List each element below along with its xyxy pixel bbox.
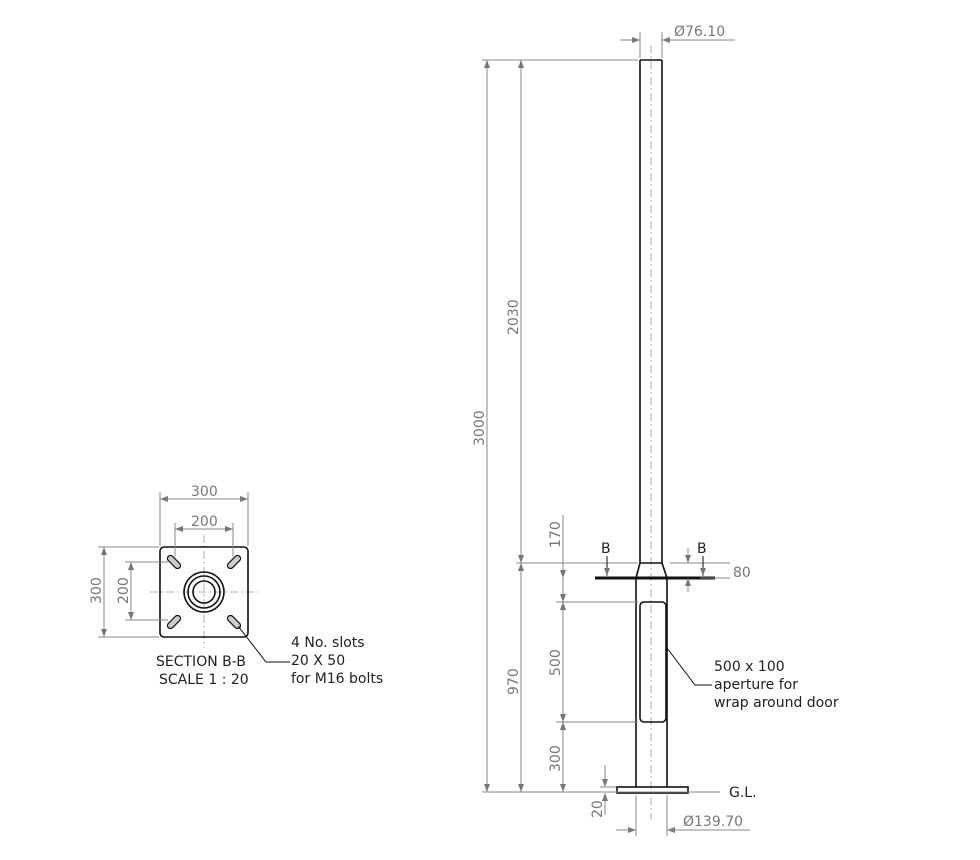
aperture-height-label: 500 xyxy=(548,649,564,676)
section-width-outer: 300 xyxy=(191,484,218,500)
taper xyxy=(635,562,668,579)
upper-tube xyxy=(639,59,663,563)
section-mark-left: B xyxy=(601,541,611,557)
base-plate-thickness-label: 20 xyxy=(590,800,606,818)
top-diameter-label: Ø76.10 xyxy=(674,24,725,40)
flange-offset-label: 170 xyxy=(548,521,564,548)
pole-elevation: Ø76.10 3000 2030 970 170 500 300 20 xyxy=(472,24,839,836)
flange-thickness-label: 80 xyxy=(733,565,751,581)
base-plate-section xyxy=(159,546,249,638)
upper-height-label: 2030 xyxy=(506,299,522,335)
door-aperture xyxy=(639,601,667,723)
bolt-slots xyxy=(166,554,242,630)
section-scale: SCALE 1 : 20 xyxy=(159,672,249,688)
slot-note-1: 4 No. slots xyxy=(291,635,365,651)
base-diameter-label: Ø139.70 xyxy=(683,814,743,830)
section-b-b: 300 200 300 200 4 No. slots 20 X 50 for … xyxy=(89,484,383,688)
section-title: SECTION B-B xyxy=(156,654,246,670)
slot-note-3: for M16 bolts xyxy=(291,671,383,687)
section-width-inner: 200 xyxy=(191,514,218,530)
ground-level-label: G.L. xyxy=(729,785,757,801)
aperture-note-3: wrap around door xyxy=(714,695,839,711)
aperture-note-2: aperture for xyxy=(714,677,798,693)
lower-height-label: 970 xyxy=(506,668,522,695)
overall-height-label: 3000 xyxy=(472,410,488,446)
lower-tube xyxy=(635,578,668,787)
base-plate xyxy=(616,786,689,794)
aperture-note-1: 500 x 100 xyxy=(714,659,785,675)
section-height-inner: 200 xyxy=(116,577,132,604)
slot-note-2: 20 X 50 xyxy=(291,653,345,669)
section-mark-right: B xyxy=(697,541,707,557)
section-height-outer: 300 xyxy=(89,577,105,604)
aperture-to-base-label: 300 xyxy=(548,745,564,772)
